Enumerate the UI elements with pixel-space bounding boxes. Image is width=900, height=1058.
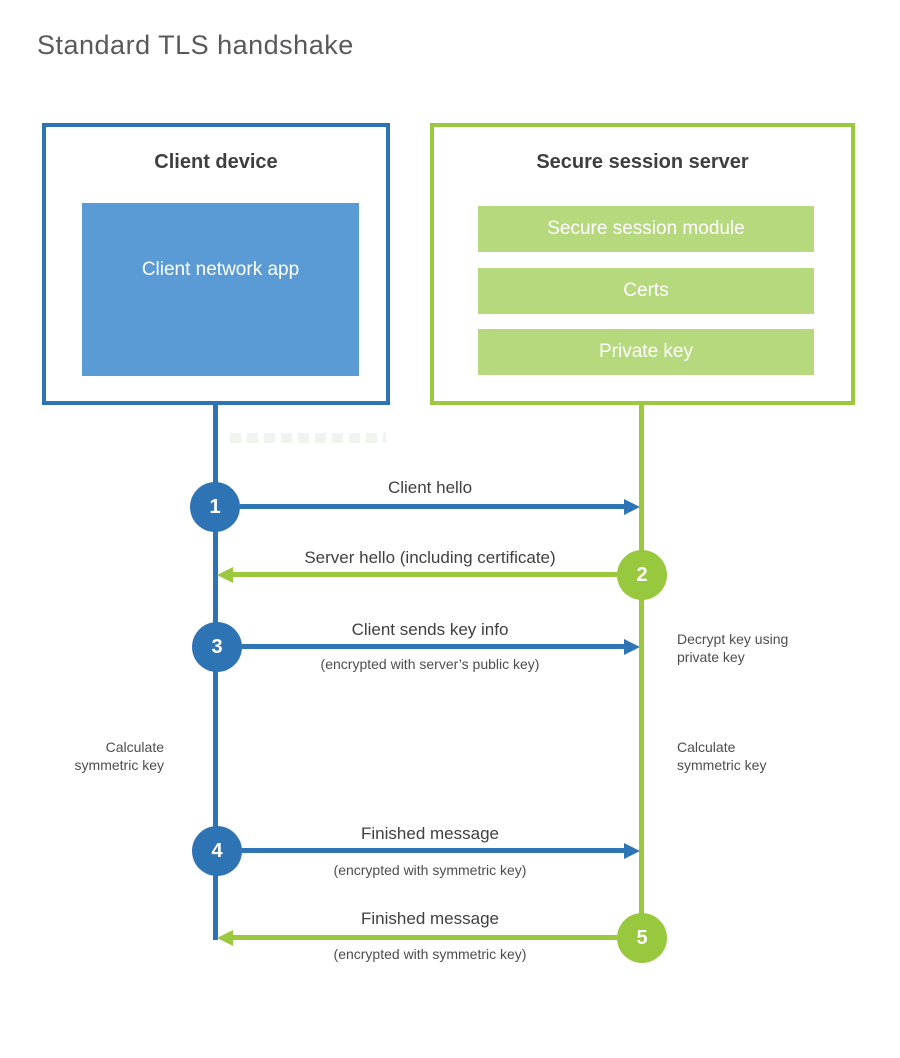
flow-label-finished-server: Finished message — [361, 909, 499, 928]
client-device-title: Client device — [154, 151, 278, 173]
server-module-private-key: Private key — [478, 329, 814, 375]
faint-dashed-line — [230, 433, 386, 443]
page-title: Standard TLS handshake — [37, 30, 354, 60]
arrow-finished-client — [242, 843, 640, 859]
arrowhead-right-icon — [624, 639, 640, 655]
arrow-server-hello — [217, 567, 617, 583]
step-badge-5: 5 — [617, 913, 667, 963]
note-calculate-symmetric-key-server: Calculate symmetric key — [677, 739, 767, 773]
server-module-secure-session: Secure session module — [478, 206, 814, 252]
client-network-app-label: Client network app — [141, 259, 300, 281]
flow-label-finished-client: Finished message — [361, 824, 499, 843]
flow-label-server-hello: Server hello (including certificate) — [304, 548, 556, 567]
server-lifeline — [639, 405, 644, 938]
step-badge-4: 4 — [192, 826, 242, 876]
arrow-shaft — [230, 572, 617, 577]
secure-session-server-box: Secure session server Secure session mod… — [430, 123, 855, 405]
step-number: 4 — [211, 839, 223, 862]
step-badge-2: 2 — [617, 550, 667, 600]
arrow-shaft — [242, 848, 627, 853]
arrow-finished-server — [217, 930, 617, 946]
step-number: 1 — [209, 495, 221, 518]
arrow-client-key-info — [242, 639, 640, 655]
flow-sublabel-finished-client: (encrypted with symmetric key) — [333, 862, 527, 878]
client-lifeline — [213, 405, 218, 940]
arrow-shaft — [240, 504, 627, 509]
arrowhead-left-icon — [217, 567, 233, 583]
arrow-shaft — [242, 644, 627, 649]
step-badge-3: 3 — [192, 622, 242, 672]
server-module-certs: Certs — [478, 268, 814, 314]
arrowhead-right-icon — [624, 499, 640, 515]
flow-sublabel-client-key-info: (encrypted with server’s public key) — [320, 656, 540, 672]
arrow-client-hello — [240, 499, 640, 515]
client-device-box: Client device Client network app — [42, 123, 390, 405]
arrowhead-left-icon — [217, 930, 233, 946]
step-badge-1: 1 — [190, 482, 240, 532]
flow-sublabel-finished-server: (encrypted with symmetric key) — [333, 946, 527, 962]
step-number: 3 — [211, 635, 223, 658]
arrowhead-right-icon — [624, 843, 640, 859]
secure-session-server-title: Secure session server — [536, 151, 749, 173]
arrow-shaft — [230, 935, 617, 940]
step-number: 2 — [636, 563, 648, 586]
note-decrypt-key: Decrypt key using private key — [677, 631, 789, 665]
step-number: 5 — [636, 926, 648, 949]
flow-label-client-key-info: Client sends key info — [351, 620, 509, 639]
flow-label-client-hello: Client hello — [387, 478, 473, 497]
client-network-app-box: Client network app — [82, 203, 359, 376]
note-calculate-symmetric-key-client: Calculate symmetric key — [74, 739, 164, 773]
